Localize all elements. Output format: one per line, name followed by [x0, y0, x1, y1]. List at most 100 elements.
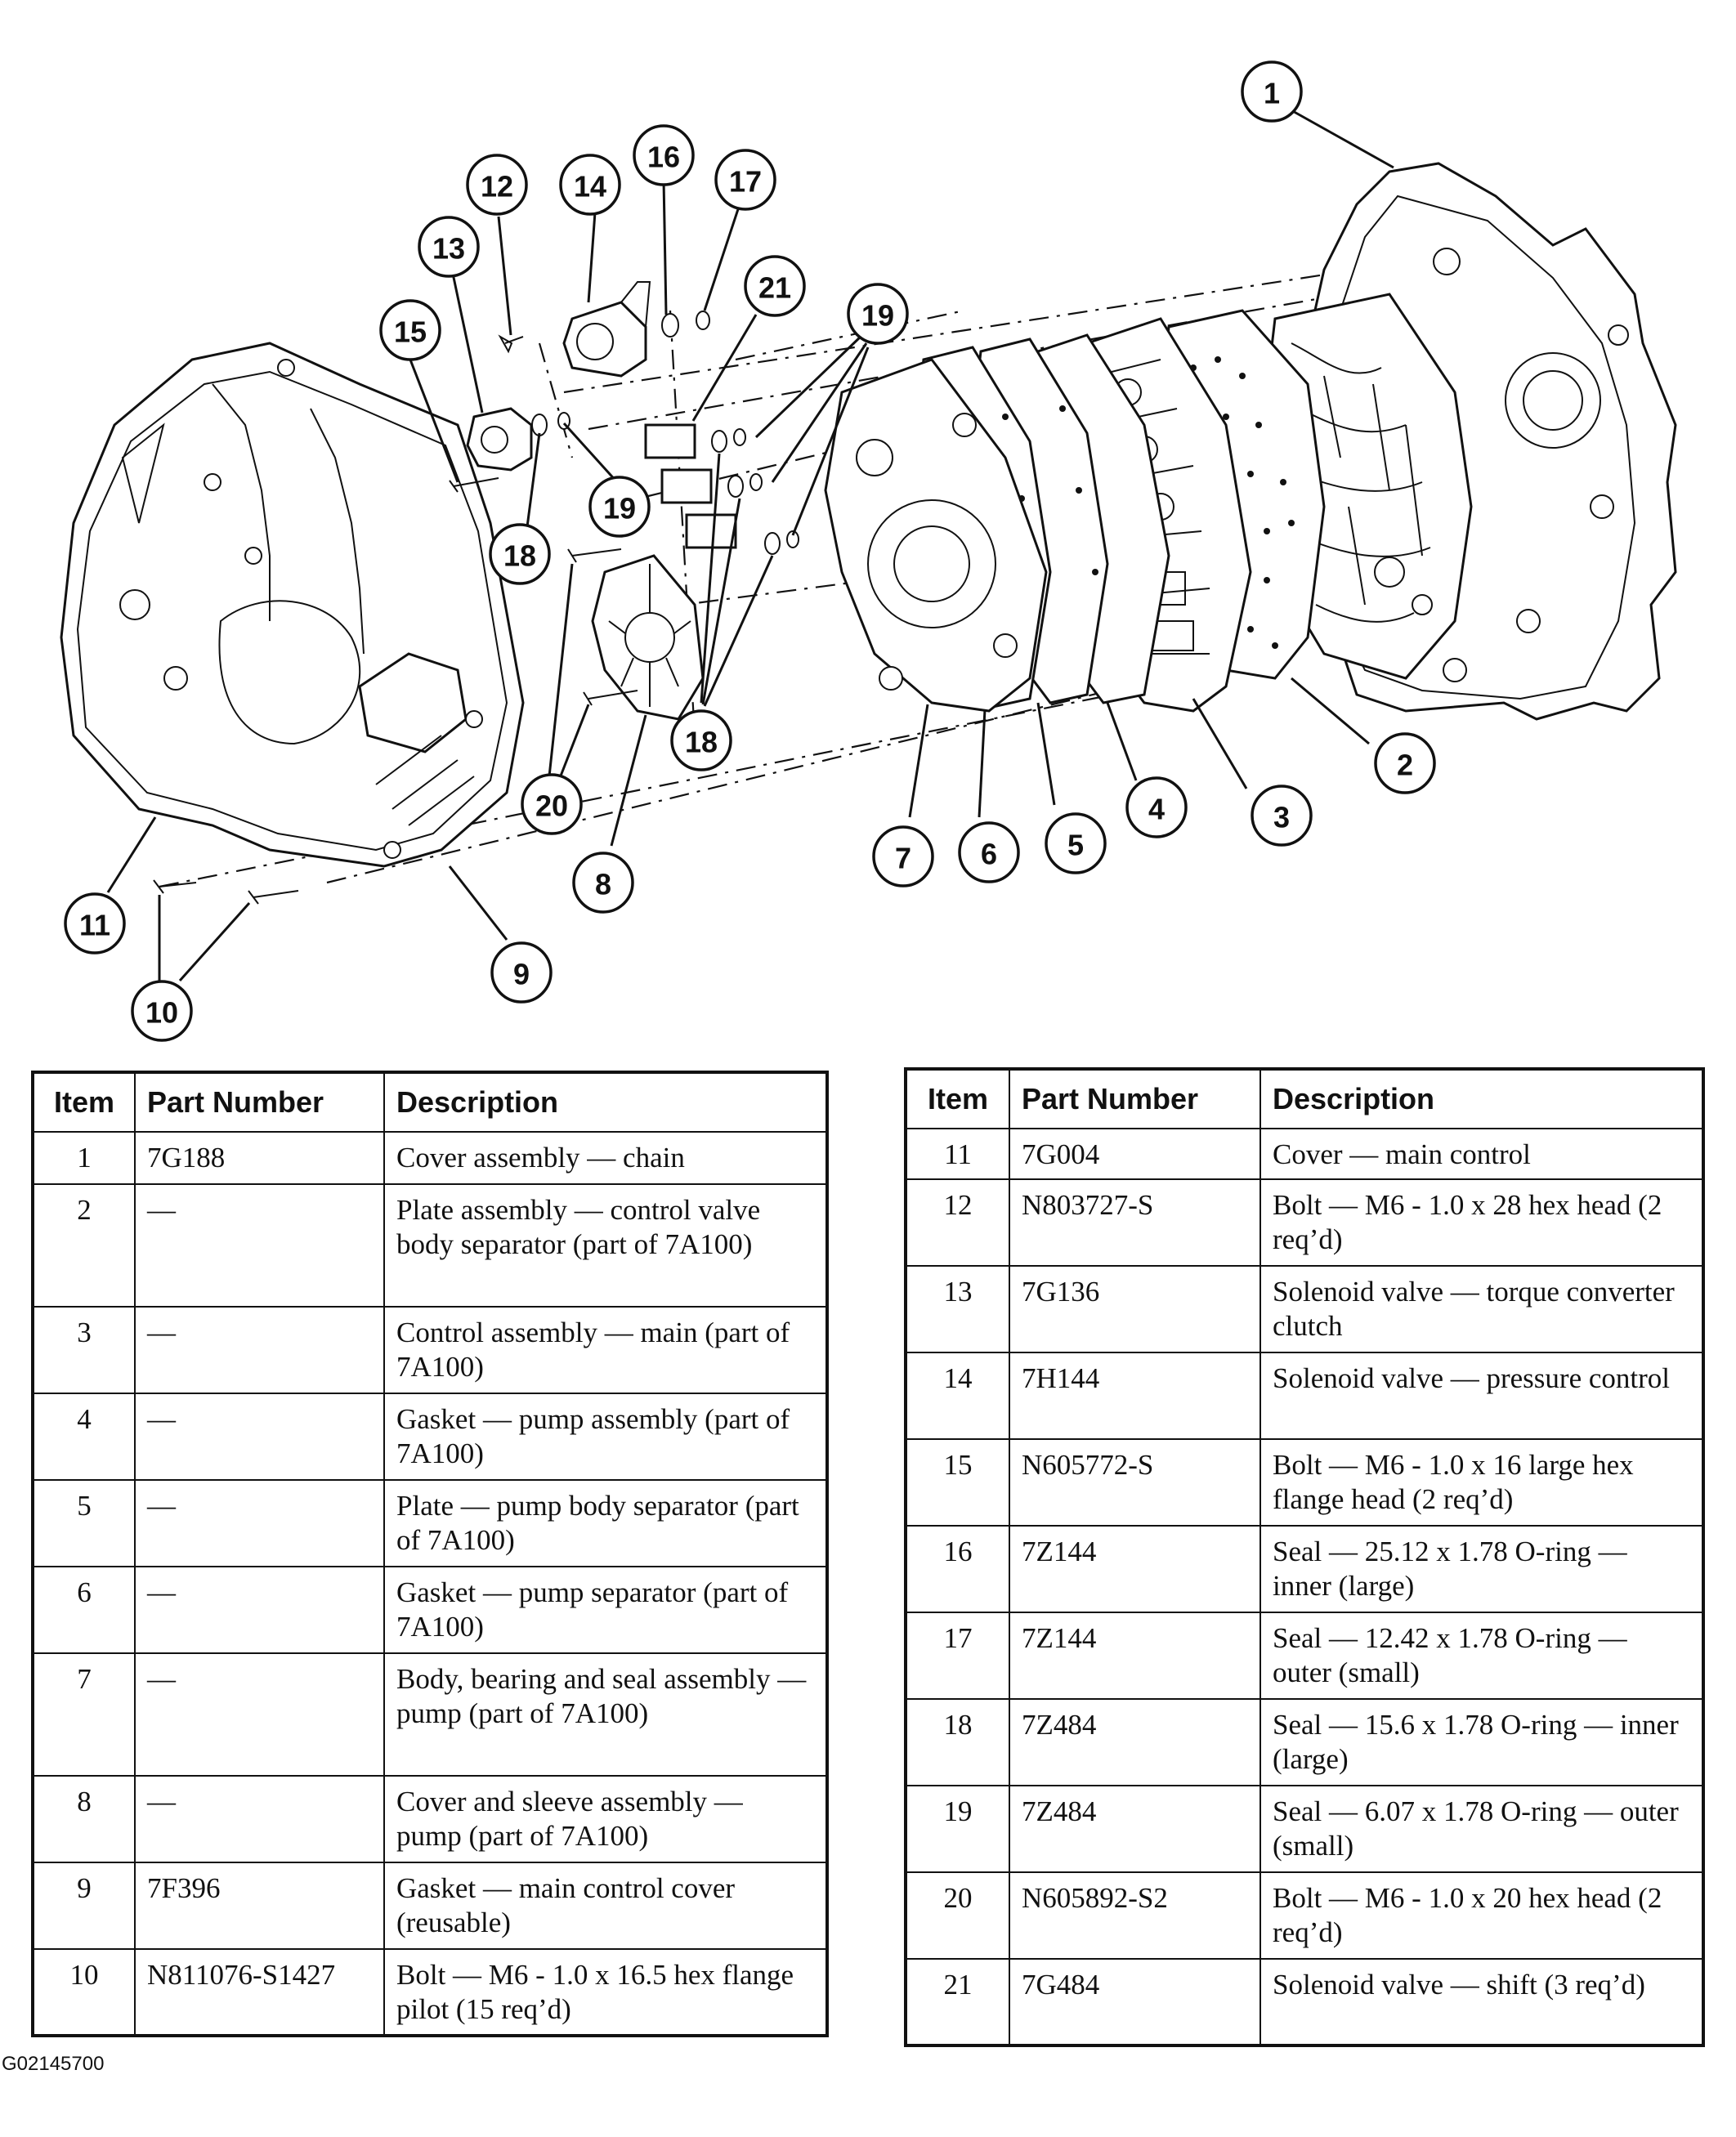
cell-item: 6 — [32, 1566, 136, 1654]
header-item: Item — [32, 1071, 136, 1133]
cell-part-number: 7G004 — [1009, 1128, 1261, 1180]
callout-18-center: 18 — [670, 709, 732, 771]
cell-part-number: 7Z484 — [1009, 1698, 1261, 1786]
header-description: Description — [1259, 1068, 1704, 1129]
cell-item: 1 — [32, 1131, 136, 1185]
table-row: 3—Control assembly — main (part of 7A100… — [32, 1306, 828, 1394]
callout-14: 14 — [559, 154, 621, 216]
table-header-row: Item Part Number Description — [32, 1071, 828, 1133]
cell-item: 12 — [905, 1178, 1010, 1267]
cell-part-number: — — [134, 1566, 385, 1654]
table-row: 8—Cover and sleeve assembly — pump (part… — [32, 1775, 828, 1863]
cell-item: 13 — [905, 1265, 1010, 1353]
cell-item: 15 — [905, 1438, 1010, 1527]
cell-item: 21 — [905, 1958, 1010, 2046]
callout-13: 13 — [418, 216, 480, 278]
exploded-view-diagram: 1 2 3 4 5 6 7 8 9 10 11 12 13 14 15 16 1… — [60, 60, 1677, 1042]
callout-4-label: 4 — [1148, 793, 1165, 826]
cell-description: Seal — 12.42 x 1.78 O-ring — outer (smal… — [1259, 1612, 1704, 1700]
callout-4: 4 — [1125, 776, 1188, 838]
callout-7-label: 7 — [895, 842, 911, 875]
callout-16-label: 16 — [647, 141, 680, 174]
cell-part-number: — — [134, 1775, 385, 1863]
header-part-number: Part Number — [134, 1071, 385, 1133]
callout-5-label: 5 — [1067, 829, 1084, 862]
cell-part-number: 7Z484 — [1009, 1785, 1261, 1873]
callout-20-label: 20 — [535, 789, 568, 823]
callout-11-label: 11 — [79, 909, 110, 942]
cell-description: Seal — 6.07 x 1.78 O-ring — outer (small… — [1259, 1785, 1704, 1873]
callout-17: 17 — [714, 149, 776, 211]
callout-7: 7 — [872, 825, 934, 887]
cell-part-number: 7G484 — [1009, 1958, 1261, 2046]
cell-item: 8 — [32, 1775, 136, 1863]
cell-part-number: 7G136 — [1009, 1265, 1261, 1353]
figure-id: G02145700 — [2, 2053, 105, 2075]
cell-part-number: — — [134, 1652, 385, 1777]
callout-18-left-label: 18 — [503, 539, 536, 573]
callout-19-left: 19 — [588, 476, 651, 538]
callout-10-label: 10 — [145, 996, 178, 1030]
cell-part-number: N605772-S — [1009, 1438, 1261, 1527]
callout-20: 20 — [521, 773, 583, 835]
cell-description: Gasket — main control cover (reusable) — [383, 1862, 828, 1950]
cell-description: Seal — 15.6 x 1.78 O-ring — inner (large… — [1259, 1698, 1704, 1786]
cell-description: Cover and sleeve assembly — pump (part o… — [383, 1775, 828, 1863]
cell-description: Solenoid valve — shift (3 req’d) — [1259, 1958, 1704, 2046]
cell-item: 16 — [905, 1525, 1010, 1613]
chain-cover-drawing — [1257, 162, 1677, 721]
callout-13-label: 13 — [432, 232, 465, 266]
callout-16: 16 — [633, 124, 695, 186]
cell-part-number: N605892-S2 — [1009, 1871, 1261, 1960]
cell-part-number: 7H144 — [1009, 1352, 1261, 1440]
callout-15: 15 — [379, 299, 441, 361]
callout-6-label: 6 — [981, 838, 997, 871]
table-row: 5—Plate — pump body separator (part of 7… — [32, 1479, 828, 1567]
cell-description: Bolt — M6 - 1.0 x 20 hex head (2 req’d) — [1259, 1871, 1704, 1960]
callout-8: 8 — [572, 852, 634, 914]
callout-9-label: 9 — [513, 958, 530, 991]
callout-3-label: 3 — [1273, 801, 1290, 834]
cell-item: 2 — [32, 1183, 136, 1308]
callout-2-label: 2 — [1397, 749, 1413, 782]
cell-item: 7 — [32, 1652, 136, 1777]
cell-part-number: — — [134, 1306, 385, 1394]
table-row: 7—Body, bearing and seal assembly — pump… — [32, 1652, 828, 1777]
cell-item: 19 — [905, 1785, 1010, 1873]
cell-description: Gasket — pump assembly (part of 7A100) — [383, 1393, 828, 1481]
cell-part-number: — — [134, 1183, 385, 1308]
callout-19-right: 19 — [847, 283, 909, 345]
callout-9: 9 — [490, 941, 553, 1004]
cell-part-number: — — [134, 1393, 385, 1481]
callout-12: 12 — [466, 154, 528, 216]
cell-item: 9 — [32, 1862, 136, 1950]
cell-item: 3 — [32, 1306, 136, 1394]
leader-lines — [106, 109, 1394, 982]
cell-item: 5 — [32, 1479, 136, 1567]
main-control-cover-drawing — [60, 342, 525, 868]
header-description: Description — [383, 1071, 828, 1133]
cell-description: Solenoid valve — torque converter clutch — [1259, 1265, 1704, 1353]
cell-description: Solenoid valve — pressure control — [1259, 1352, 1704, 1440]
cell-description: Bolt — M6 - 1.0 x 16.5 hex flange pilot … — [383, 1948, 828, 2036]
cell-description: Gasket — pump separator (part of 7A100) — [383, 1566, 828, 1654]
cell-part-number: N803727-S — [1009, 1178, 1261, 1267]
cell-description: Plate — pump body separator (part of 7A1… — [383, 1479, 828, 1567]
callout-19-left-label: 19 — [603, 492, 636, 525]
pump-body-drawing — [824, 358, 1048, 713]
table-row: 6—Gasket — pump separator (part of 7A100… — [32, 1566, 828, 1654]
callout-1-label: 1 — [1264, 77, 1280, 110]
cell-part-number: 7Z144 — [1009, 1525, 1261, 1613]
cell-description: Control assembly — main (part of 7A100) — [383, 1306, 828, 1394]
